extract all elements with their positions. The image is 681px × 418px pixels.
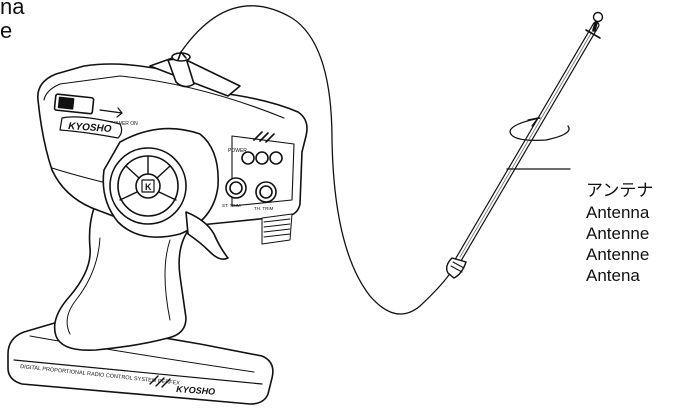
- clipped-text-line-1: na: [0, 0, 25, 19]
- power-on-label: POWER ON: [110, 121, 138, 127]
- st-trim-label: ST. TRIM: [222, 203, 241, 208]
- power-button-3[interactable]: [269, 151, 283, 165]
- transmitter-handle: [53, 207, 191, 352]
- base-brand-logo: KYOSHO: [176, 384, 216, 397]
- callout-label-french: Antenne: [586, 245, 650, 264]
- callout-label-japanese: アンテナ: [586, 181, 654, 200]
- power-button-1[interactable]: [241, 151, 255, 165]
- antenna-mount: [149, 52, 241, 97]
- callout-label-english: Antenna: [586, 203, 650, 222]
- antenna-install-arrow: [180, 5, 457, 315]
- antenna: [445, 11, 604, 279]
- brand-logo: KYOSHO: [68, 121, 112, 135]
- callout-label-german: Antenne: [586, 224, 650, 243]
- power-label: POWER: [228, 148, 247, 154]
- steering-wheel[interactable]: K: [102, 127, 219, 238]
- clipped-text-line-2: e: [0, 18, 13, 43]
- wheel-badge: K: [145, 182, 152, 192]
- th-trim-label: TH. TRIM: [254, 206, 274, 211]
- callout-label-spanish: Antena: [586, 266, 640, 285]
- power-button-2[interactable]: [255, 151, 269, 165]
- throttle-trigger[interactable]: [185, 211, 229, 260]
